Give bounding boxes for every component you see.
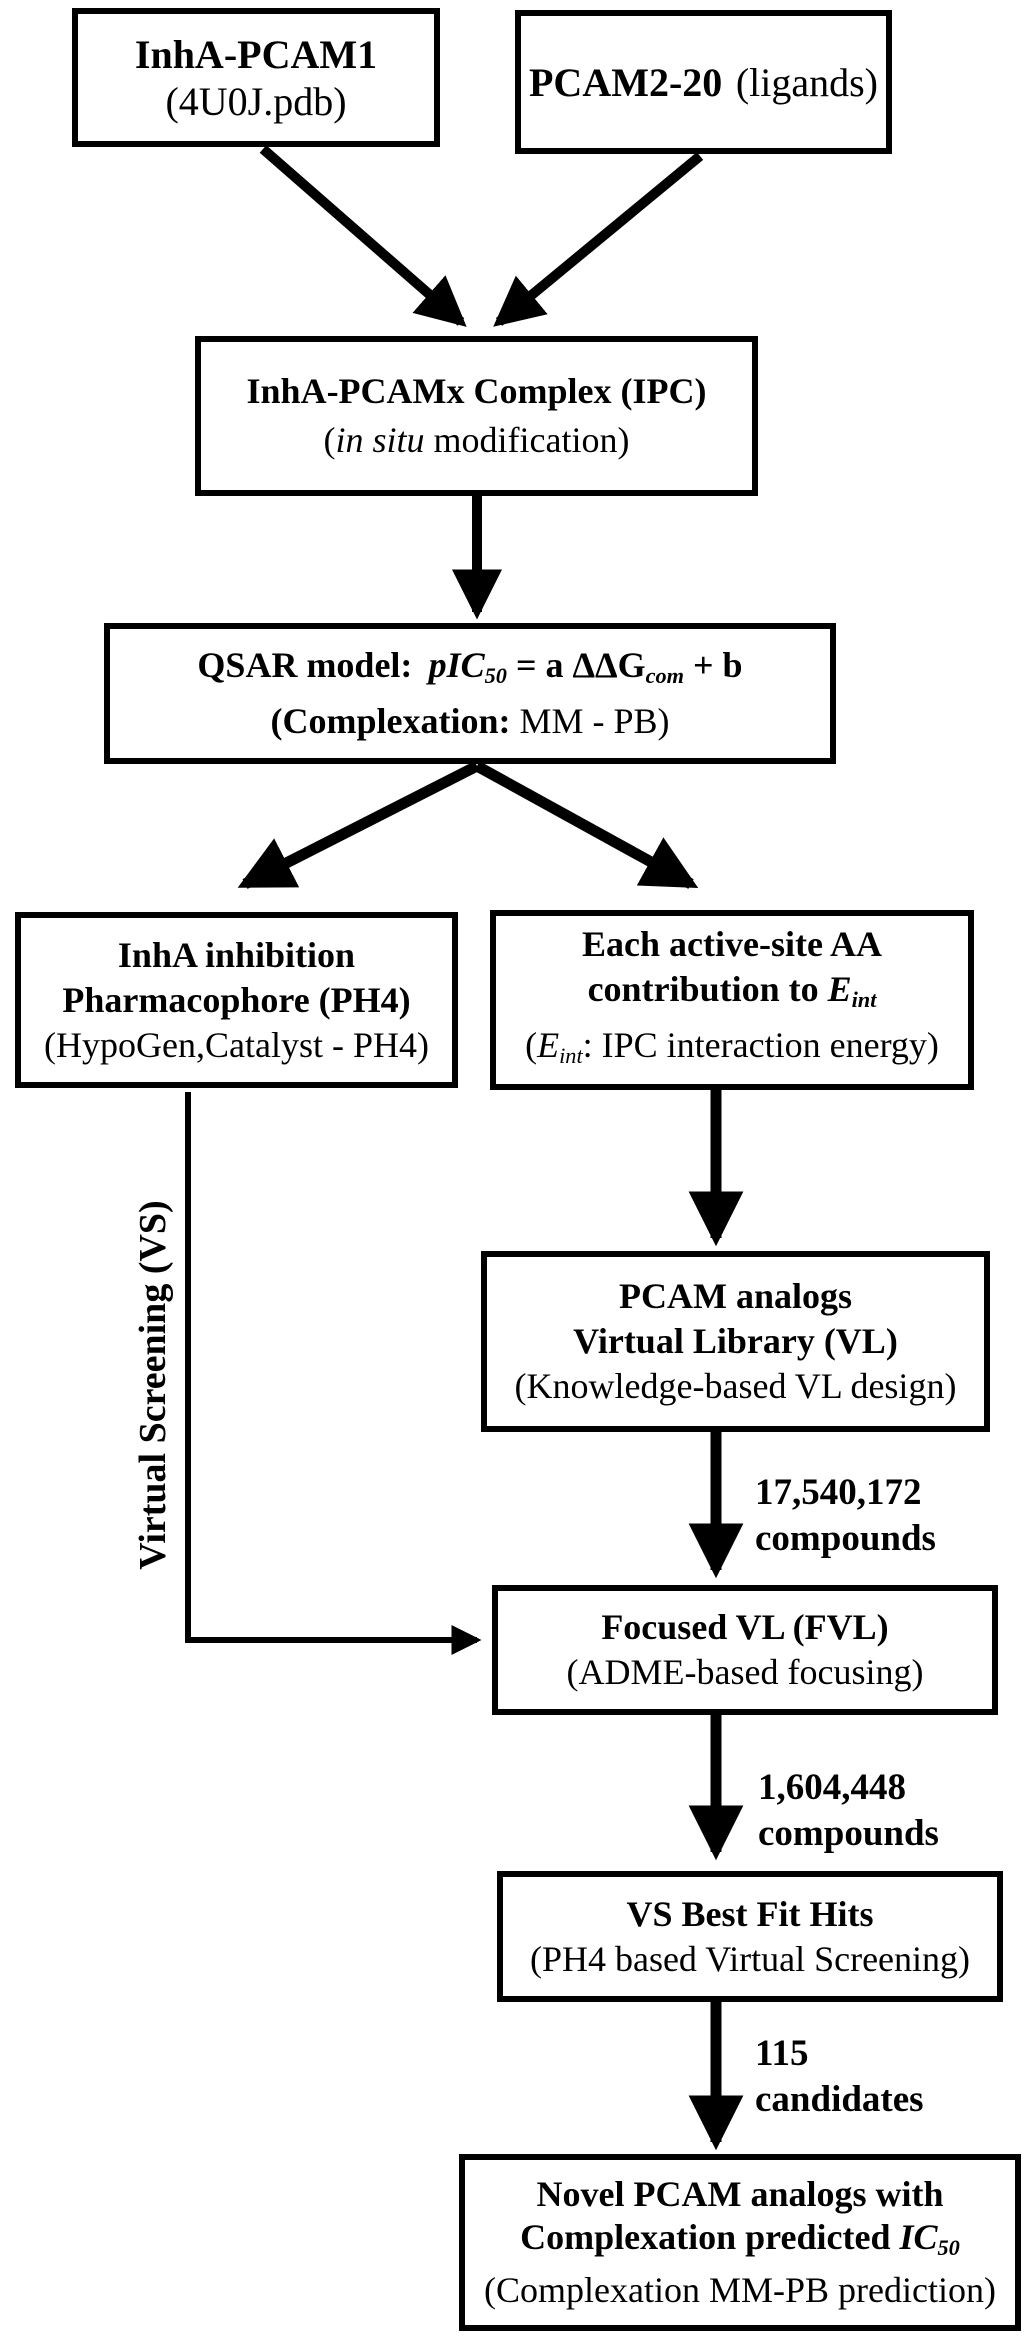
node-title: PCAM2-20 (529, 59, 723, 105)
qsar-formula: QSAR model:pIC50 = a ΔΔGcom + b (197, 645, 743, 689)
node-subtitle: (HypoGen,Catalyst - PH4) (44, 1024, 429, 1065)
arrow-qsar-to-aa-contrib (474, 761, 699, 889)
count-unit: candidates (755, 2079, 924, 2120)
node-title: InhA-PCAMx Complex (IPC) (246, 371, 707, 411)
node-vs-best-fit-hits: VS Best Fit Hits (PH4 based Virtual Scre… (497, 1871, 1003, 2002)
count-value: 1,604,448 (758, 1767, 906, 1808)
node-subtitle: (Complexation MM-PB prediction) (484, 2270, 996, 2311)
node-ipc-complex: InhA-PCAMx Complex (IPC) (in situ modifi… (195, 336, 758, 496)
candidates-count-label: 115 candidates (755, 2031, 924, 2123)
node-title-line2: contribution to Eint (587, 969, 877, 1013)
node-subtitle: (Knowledge-based VL design) (514, 1366, 957, 1406)
node-novel-analogs: Novel PCAM analogs with Complexation pre… (459, 2154, 1021, 2331)
node-subtitle: (PH4 based Virtual Screening) (529, 1938, 971, 1979)
count-unit: compounds (758, 1813, 939, 1854)
node-subtitle: (Eint: IPC interaction energy) (525, 1024, 939, 1068)
node-subtitle: (ADME-based focusing) (566, 1652, 924, 1692)
vl-compound-count-label: 17,540,172 compounds (755, 1470, 936, 1562)
node-aa-contribution: Each active-site AA contribution to Eint… (490, 910, 974, 1090)
node-title: Focused VL (FVL) (601, 1607, 889, 1647)
node-focused-vl: Focused VL (FVL) (ADME-based focusing) (492, 1585, 998, 1715)
node-ph4-pharmacophore: InhA inhibition Pharmacophore (PH4) (Hyp… (15, 912, 458, 1088)
arrow-inha-pcam1-to-ipc (259, 145, 467, 327)
virtual-screening-rotated-label: Virtual Screening (VS) (132, 1200, 174, 1570)
node-qsar-model: QSAR model:pIC50 = a ΔΔGcom + b (Complex… (104, 623, 836, 764)
node-title-line1: Each active-site AA (582, 924, 882, 965)
node-inha-pcam1: InhA-PCAM1 (4U0J.pdb) (72, 8, 440, 147)
node-title-line2: Virtual Library (VL) (573, 1321, 898, 1361)
node-title-line2: Complexation predicted IC50 (520, 2216, 960, 2261)
node-pcam-ligands: PCAM2-20 (ligands) (515, 10, 892, 154)
node-title: InhA-PCAM1 (134, 31, 378, 77)
node-title: VS Best Fit Hits (626, 1893, 874, 1934)
node-title-line1: PCAM analogs (619, 1276, 852, 1316)
count-unit: compounds (755, 1518, 936, 1559)
arrow-virtual-screening-path (185, 1092, 482, 1655)
node-title-line2: Pharmacophore (PH4) (62, 979, 411, 1020)
node-title-line1: Novel PCAM analogs with (536, 2173, 944, 2214)
node-subtitle: (in situ modification) (323, 420, 630, 460)
arrow-qsar-to-ph4 (237, 761, 480, 889)
count-value: 17,540,172 (755, 1472, 922, 1513)
node-subtitle: (Complexation: MM - PB) (270, 700, 670, 741)
node-subtitle: (4U0J.pdb) (165, 78, 347, 124)
node-virtual-library: PCAM analogs Virtual Library (VL) (Knowl… (481, 1251, 990, 1432)
node-title-row: PCAM2-20 (ligands) (521, 59, 886, 106)
fvl-compound-count-label: 1,604,448 compounds (758, 1765, 939, 1857)
count-value: 115 (755, 2033, 809, 2074)
node-note: (ligands) (735, 59, 878, 105)
node-title-line1: InhA inhibition (117, 934, 356, 975)
arrow-pcam-ligands-to-ipc (493, 152, 704, 327)
